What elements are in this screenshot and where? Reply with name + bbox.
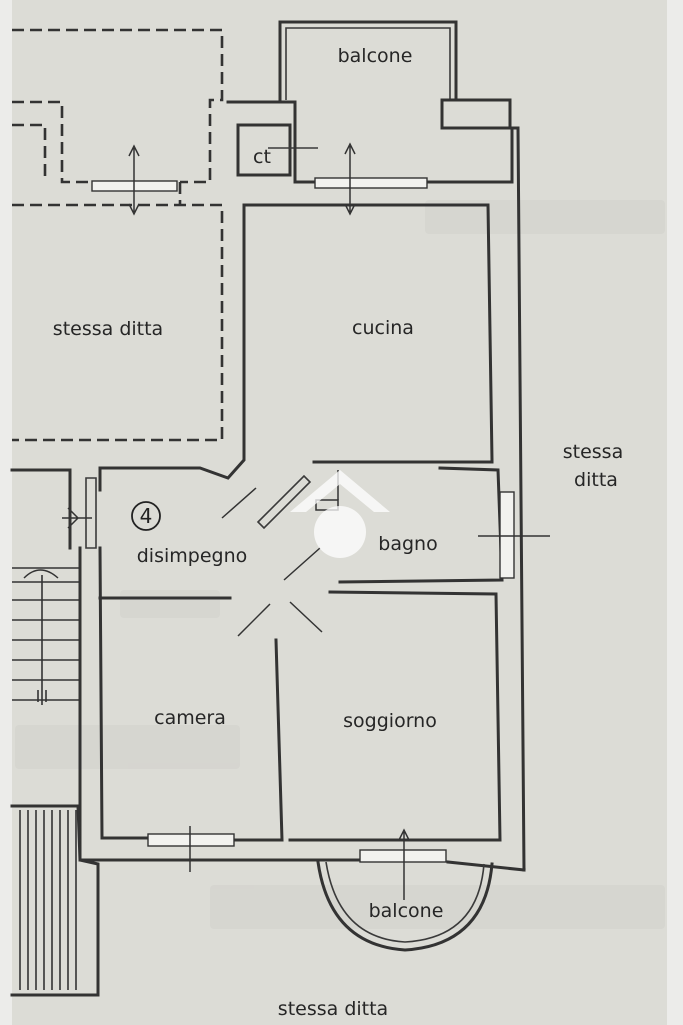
top-balcony: [278, 20, 512, 130]
label-soggiorno: soggiorno: [343, 710, 437, 732]
watermark-logo-icon: [290, 470, 390, 558]
label-stessa-ditta-left: stessa ditta: [53, 318, 163, 340]
label-stessa-ditta-right: stessa ditta: [563, 441, 630, 491]
entry-arrow: [62, 507, 92, 529]
window-living: [359, 849, 447, 863]
arrow-kitchen: [344, 142, 356, 216]
staircase: [10, 567, 100, 997]
wall-living: [288, 590, 502, 842]
dashed-notch: [12, 100, 90, 184]
bottom-balcony-rail-inner: [325, 861, 485, 943]
windows: [91, 177, 515, 863]
door-leaf-1: [221, 487, 257, 519]
label-stessa-ditta-right-line2: ditta: [574, 469, 618, 491]
ghost-block-1: [425, 200, 665, 234]
wall-kitchen: [242, 203, 494, 462]
ct-closet: [236, 123, 292, 177]
neighbor-dashed-outline: [12, 28, 224, 442]
bathroom-door: [256, 474, 312, 530]
label-cucina: cucina: [352, 317, 414, 339]
wall-upper-left: [226, 100, 317, 184]
left-margin: [0, 0, 12, 1025]
lower-stair-outline: [10, 804, 100, 997]
label-balcone-top: balcone: [338, 45, 413, 67]
bottom-balcony-rail: [316, 860, 494, 952]
lower-stair-hatch: [19, 810, 77, 990]
window-bathroom: [499, 491, 515, 579]
unit-number-circle: [131, 501, 161, 531]
wall-landing: [10, 468, 72, 550]
wall-camera-east: [233, 638, 284, 842]
doors: [62, 470, 339, 637]
balcony-pillar: [440, 98, 512, 130]
window-camera: [147, 833, 235, 847]
label-stessa-ditta-right-line1: stessa: [563, 441, 623, 463]
wall-south-2: [446, 860, 526, 872]
arrow-neighbor: [128, 144, 140, 216]
label-ct: ct: [253, 146, 271, 168]
stair-arrow: [23, 569, 59, 579]
balcony-rail-inner: [285, 27, 451, 100]
dashed-inner: [12, 123, 47, 180]
arrow-living: [398, 828, 410, 900]
ghost-block-4: [210, 885, 665, 929]
opening-indicators: [128, 142, 550, 900]
label-disimpegno: disimpegno: [137, 545, 248, 567]
wall-camera-west: [98, 546, 150, 840]
dashed-top: [12, 28, 224, 184]
entry-door-jamb: [85, 477, 97, 549]
ghost-block-3: [15, 725, 240, 769]
wall-kitchen-west: [98, 203, 246, 492]
dashed-room: [12, 203, 224, 442]
label-stessa-ditta-bottom: stessa ditta: [278, 998, 388, 1020]
window-kitchen: [314, 177, 428, 189]
balcony-rail: [278, 20, 458, 102]
right-margin: [667, 0, 683, 1025]
ghost-block-2: [120, 590, 220, 618]
label-balcone-bottom: balcone: [369, 900, 444, 922]
label-camera: camera: [154, 707, 226, 729]
unit-number: 4: [140, 504, 153, 528]
label-bagno: bagno: [378, 533, 437, 555]
door-leaf-2: [283, 547, 321, 581]
wall-east: [510, 126, 526, 872]
wall-upper-right: [426, 126, 514, 184]
door-leaf-3: [237, 603, 271, 637]
door-leaf-4: [289, 601, 323, 633]
